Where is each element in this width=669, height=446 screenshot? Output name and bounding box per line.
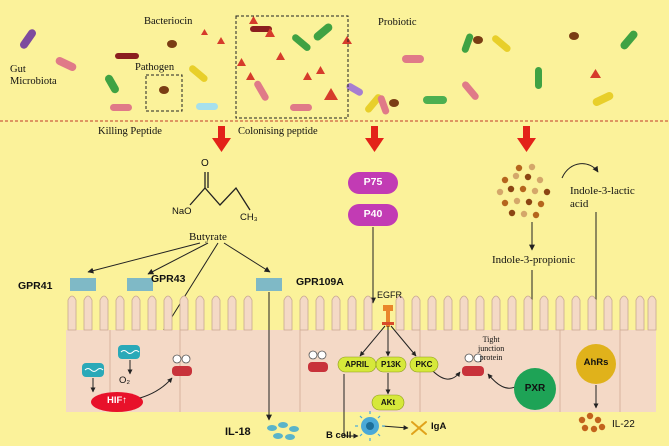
tight-junction-mid: [308, 350, 328, 372]
p13k-label: P13K: [380, 360, 401, 369]
iga-label: IgA: [431, 421, 447, 432]
tight-junction-right: [462, 353, 484, 376]
b-cell: [355, 411, 385, 441]
gpr43-receptor: [127, 278, 153, 291]
pkc-label: PKC: [415, 360, 433, 369]
pxr-label: PXR: [524, 383, 546, 394]
gut-microbiota-label: Gut Microbiota: [10, 64, 57, 88]
bacteriocin-box: [235, 15, 349, 119]
pathogen-label: Pathogen: [135, 62, 175, 73]
microbiota-cells: [19, 23, 638, 115]
ahrs-label: AhRs: [583, 357, 609, 368]
butyrate-structure: [189, 172, 251, 211]
b-cell-label: B cell: [326, 430, 352, 441]
pathogen-bugs: [159, 32, 579, 107]
akt-label: AKt: [380, 398, 396, 407]
bacteriocin-triangles: [201, 16, 601, 100]
hif-label: HIF↑: [106, 395, 128, 406]
p40-pill: [348, 204, 398, 226]
bacteriocin-label: Bacteriocin: [144, 16, 193, 27]
red-arrows: [212, 126, 536, 152]
nao-label: NaO: [172, 206, 192, 217]
indole-dots: [496, 163, 551, 219]
p75-pill: [348, 172, 398, 194]
tight-junction-label: Tight junction protein: [478, 335, 505, 362]
iga-antibody: [411, 421, 427, 435]
pxr-circle: [514, 368, 556, 410]
akt-pill: [371, 394, 405, 411]
oxygen-atom-label: O: [201, 158, 209, 169]
il18-label: IL-18: [225, 426, 251, 438]
ahrs-circle: [576, 344, 616, 384]
il22-dots: [578, 412, 606, 433]
butyrate-label: Butyrate: [189, 231, 227, 243]
egfr-receptor: [382, 305, 394, 327]
hif-oval: [91, 392, 143, 412]
epithelium-membrane: [66, 295, 657, 412]
p40-label: P40: [363, 208, 383, 220]
tight-junction-left: [172, 354, 192, 376]
gpr41-label: GPR41: [18, 280, 53, 292]
egfr-label: EGFR: [377, 290, 403, 300]
mrna-glyph-1: [82, 363, 104, 377]
indole-propionic-label: Indole-3-propionic: [492, 254, 576, 266]
pathogen-box: [145, 74, 183, 112]
mrna-glyph-2: [118, 345, 140, 359]
o2-label: O₂: [119, 375, 131, 386]
p75-label: P75: [363, 176, 383, 188]
april-label: APRIL: [345, 360, 369, 369]
p13k-pill: [375, 356, 407, 373]
gpr41-receptor: [70, 278, 96, 291]
gpr43-label: GPR43: [151, 273, 186, 285]
gpr109a-label: GPR109A: [296, 276, 344, 288]
probiotic-label: Probiotic: [378, 17, 417, 28]
pkc-pill: [409, 356, 439, 373]
killing-peptide-label: Killing Peptide: [98, 126, 162, 137]
ch3-label: CH₃: [240, 212, 258, 223]
indole-lactic-label: Indole-3-lactic acid: [570, 185, 635, 210]
gpr109a-receptor: [256, 278, 282, 291]
il18-dots: [267, 422, 299, 440]
colonising-peptide-label: Colonising peptide: [238, 126, 318, 137]
il22-label: IL-22: [612, 419, 635, 430]
